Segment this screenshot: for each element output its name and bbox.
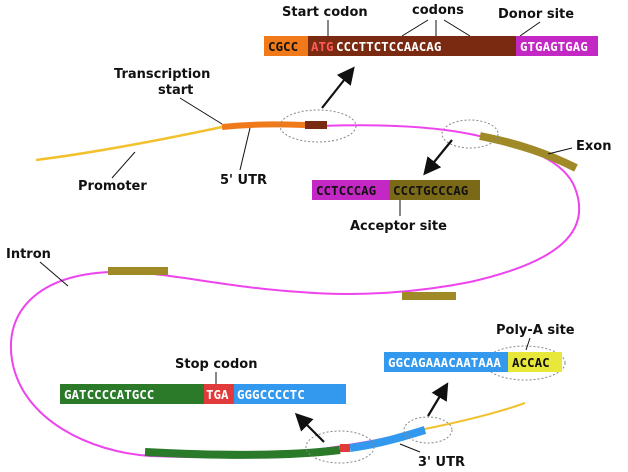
label-polya-site: Poly-A site	[496, 323, 575, 338]
label-intron: Intron	[6, 247, 51, 262]
utr3-block	[349, 426, 427, 452]
start-codon-ellipse	[279, 109, 357, 143]
leader-utr3	[399, 443, 421, 453]
leader-promoter	[111, 151, 136, 179]
leader-codons-1	[401, 19, 429, 37]
utr3-tail	[419, 402, 526, 431]
promoter-strand	[35, 125, 223, 162]
acceptor-seq-intron: CCTCCCAG	[316, 183, 376, 198]
donor-seq-intron: GTGAGTGAG	[520, 39, 588, 54]
start-codon-mark	[305, 121, 327, 129]
label-transcription-start-line1: Transcription	[114, 67, 210, 82]
donor-seq-prefix: CGCC	[268, 39, 298, 54]
label-exon: Exon	[576, 139, 611, 154]
polya-sequence-box: GGCAGAAACAATAAA ACCAC	[384, 352, 562, 372]
leader-polya	[525, 337, 531, 351]
arrow-to-stop-seq	[294, 412, 325, 443]
polya-seq-tail: ACCAC	[512, 355, 550, 370]
leader-exon	[547, 147, 573, 155]
stop-seq-stop-codon: TGA	[206, 387, 229, 402]
label-utr5: 5' UTR	[220, 173, 267, 188]
stop-seq-utr: GGGCCCCTC	[237, 387, 305, 402]
donor-seq-codons: CCCTTCTCCAACAG	[336, 39, 441, 54]
polya-ellipse	[403, 416, 453, 444]
intron-strand	[9, 124, 581, 459]
stop-codon-mark	[340, 444, 350, 452]
leader-codons-3	[443, 19, 471, 37]
last-exon-green	[144, 446, 341, 459]
label-transcription-start-line2: start	[158, 83, 193, 98]
utr5-block	[221, 121, 306, 130]
exon-block-3	[402, 292, 456, 300]
stop-codon-ellipse	[305, 430, 375, 464]
leader-utr5	[239, 127, 251, 171]
label-promoter: Promoter	[78, 179, 147, 194]
label-acceptor-site: Acceptor site	[350, 219, 447, 234]
label-start-codon: Start codon	[282, 5, 368, 20]
label-donor-site: Donor site	[498, 7, 574, 22]
leader-transcription-start	[179, 97, 223, 125]
label-utr3: 3' UTR	[418, 455, 465, 470]
exon-block-2	[108, 267, 168, 275]
polya-seq-utr: GGCAGAAACAATAAA	[388, 355, 501, 370]
leader-donor-site	[519, 21, 541, 37]
leader-intron	[39, 261, 69, 287]
label-stop-codon: Stop codon	[175, 357, 257, 372]
arrow-to-acceptor-seq	[423, 139, 453, 176]
stop-sequence-box: GATCCCCATGCC TGA GGGCCCCTC	[60, 384, 346, 404]
acceptor-sequence-box: CCTCCCAG CCCTGCCCAG	[312, 180, 480, 200]
stop-seq-coding: GATCCCCATGCC	[64, 387, 154, 402]
arrow-to-donor-seq	[321, 66, 355, 109]
exon-block-1	[479, 132, 578, 172]
acceptor-ellipse	[441, 119, 499, 149]
acceptor-seq-exon: CCCTGCCCAG	[393, 183, 468, 198]
donor-sequence-box: CGCC ATG CCCTTCTCCAACAG GTGAGTGAG	[264, 36, 598, 56]
label-codons: codons	[412, 3, 464, 18]
arrow-to-polya-seq	[427, 382, 449, 417]
donor-seq-start-codon: ATG	[311, 39, 334, 54]
